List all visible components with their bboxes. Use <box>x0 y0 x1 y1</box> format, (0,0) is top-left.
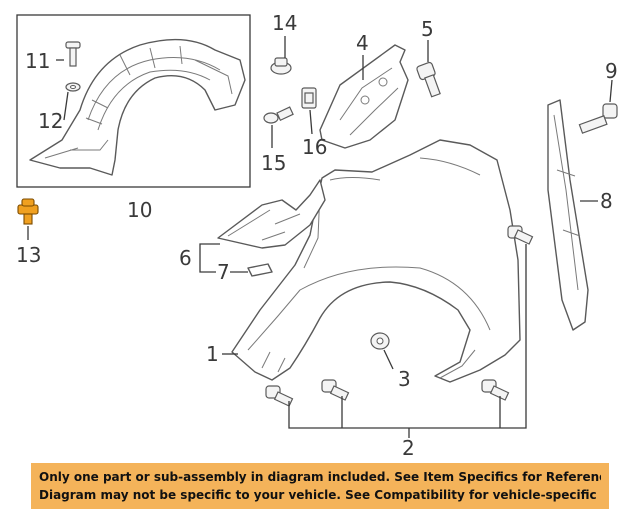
callout-3: 3 <box>398 367 411 391</box>
fender-support-bracket-part <box>217 179 326 277</box>
callout-5: 5 <box>421 17 434 41</box>
callout-9: 9 <box>605 59 618 83</box>
fender-liner-part <box>29 38 246 176</box>
callout-14: 14 <box>272 11 297 35</box>
fender-bolt-part <box>481 379 510 401</box>
callout-16: 16 <box>302 135 327 159</box>
retainer-clip-part <box>301 87 317 109</box>
fender-garnish-part <box>547 99 589 331</box>
fender-parts-diagram: 11 12 10 13 14 15 16 4 5 9 8 6 7 1 3 2 <box>16 11 618 460</box>
callout-13: 13 <box>16 243 41 267</box>
callout-15: 15 <box>261 151 286 175</box>
nut-part <box>270 57 292 75</box>
clip-nut-part-highlighted <box>17 198 39 225</box>
push-clip-part <box>65 41 81 67</box>
screw-part <box>263 106 294 124</box>
nut-3-part <box>370 332 390 350</box>
callout-1: 1 <box>206 342 219 366</box>
fender-bolt-part <box>321 379 350 401</box>
fender-bolt-part <box>265 385 294 407</box>
disclaimer-banner: Only one part or sub-assembly in diagram… <box>31 463 609 509</box>
liner-inset-box <box>16 14 251 188</box>
bolt-9-part <box>578 103 618 134</box>
disclaimer-line-2: Diagram may not be specific to your vehi… <box>39 488 601 502</box>
callout-2: 2 <box>402 436 415 460</box>
disclaimer-line-1: Only one part or sub-assembly in diagram… <box>39 470 601 484</box>
callout-6: 6 <box>179 246 192 270</box>
callout-10: 10 <box>127 198 152 222</box>
callout-11: 11 <box>25 49 50 73</box>
callout-7: 7 <box>217 260 230 284</box>
bolt-5-part <box>416 61 441 98</box>
bracket-insulator-part <box>247 263 273 277</box>
fender-bracket-part <box>319 44 409 149</box>
callout-4: 4 <box>356 31 369 55</box>
fender-bolt-part <box>507 225 534 245</box>
callout-8: 8 <box>600 189 613 213</box>
leader-lines <box>27 36 613 438</box>
callout-12: 12 <box>38 109 63 133</box>
